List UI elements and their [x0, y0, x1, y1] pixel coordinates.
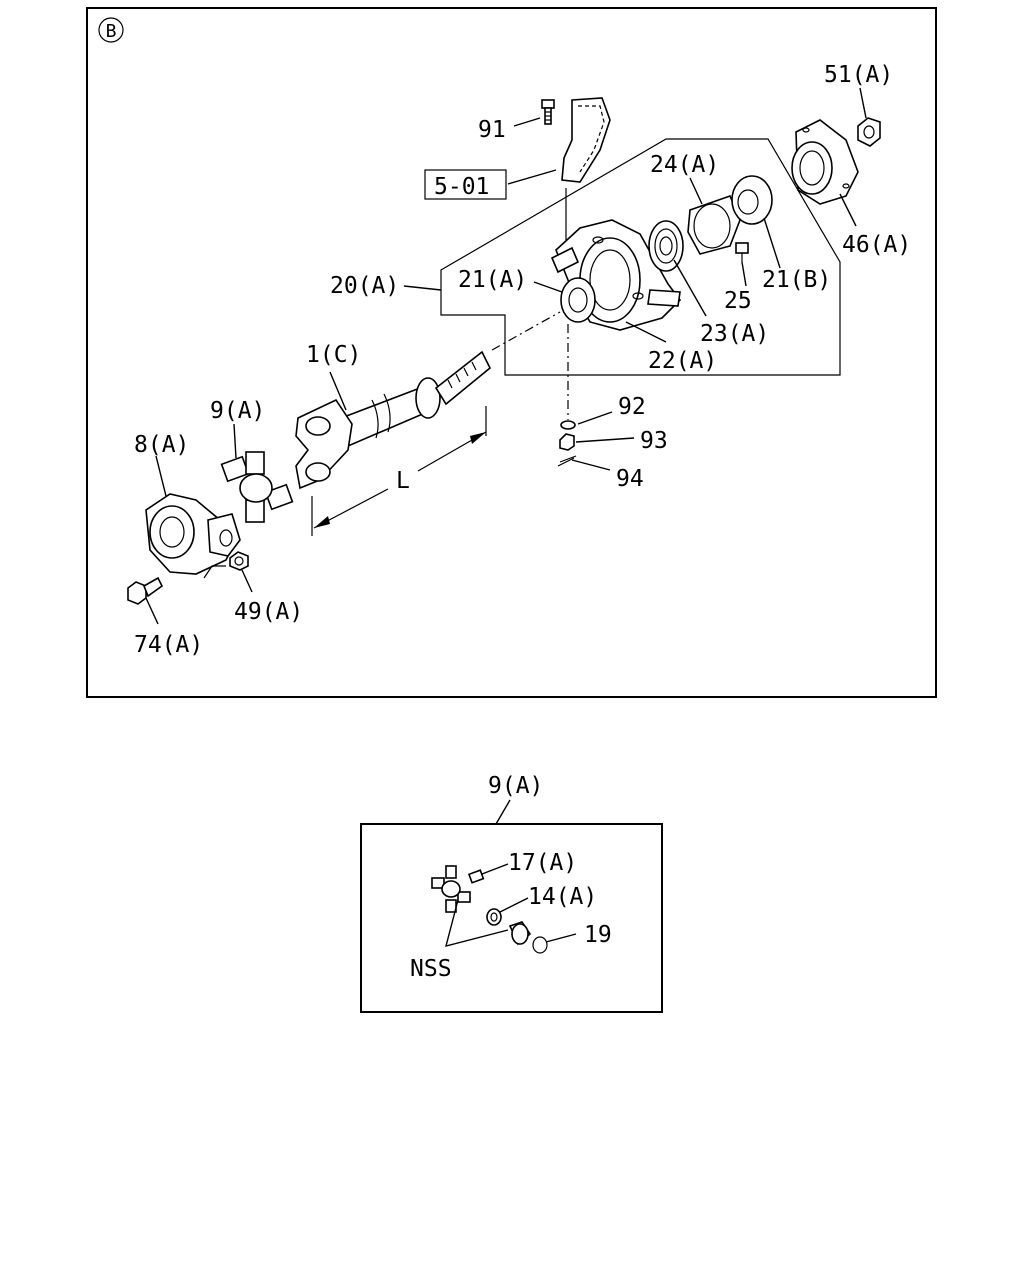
callout-93: 93 [640, 428, 668, 454]
detail-callout-17a: 17(A) [508, 850, 577, 876]
callout-labels: 91 51(A) 24(A) 20(A) 21(A) 21(B) 25 23(A… [134, 62, 911, 658]
callout-23a: 23(A) [700, 321, 769, 347]
detail-callout-19: 19 [584, 922, 612, 948]
cotter-pin-94 [557, 455, 577, 467]
cushion-21b [731, 175, 773, 225]
detail-view: 9(A) [360, 773, 663, 1013]
bolt-74a [127, 576, 164, 605]
callout-46a: 46(A) [842, 232, 911, 258]
bolt-91 [541, 99, 555, 125]
dimension-L: L [311, 406, 487, 536]
callout-8a: 8(A) [134, 432, 189, 458]
callout-21a: 21(A) [458, 267, 527, 293]
assembly-boundary-20a [440, 138, 841, 376]
callout-91: 91 [478, 117, 506, 143]
detail-snap-ring-19 [532, 936, 548, 954]
detail-grease-fitting-17a [467, 869, 485, 884]
callout-1c: 1(C) [306, 342, 361, 368]
detail-bearing-cup [508, 921, 532, 946]
grease-fitting-25 [735, 242, 749, 262]
main-view: B 5-01 [86, 7, 937, 698]
detail-view-frame [360, 823, 663, 1013]
main-view-frame [86, 7, 937, 698]
callout-49a: 49(A) [234, 599, 303, 625]
reference-box-5-01: 5-01 [424, 169, 507, 200]
callout-94: 94 [616, 466, 644, 492]
callout-21b: 21(B) [762, 267, 831, 293]
flange-yoke-46a [791, 119, 859, 205]
callout-51a: 51(A) [824, 62, 893, 88]
section-marker-letter: B [106, 21, 117, 42]
dimension-L-label: L [396, 468, 410, 494]
detail-leader-lines [445, 863, 577, 947]
washer-92 [560, 420, 576, 430]
reference-box-label: 5-01 [434, 174, 489, 200]
spider-9a [220, 451, 294, 523]
callout-20a: 20(A) [330, 273, 399, 299]
bearing-23a [648, 220, 684, 272]
callout-74a: 74(A) [134, 632, 203, 658]
flange-yoke-8a [145, 493, 241, 575]
nut-93 [559, 433, 575, 451]
detail-seal-14a [486, 908, 502, 926]
callout-25: 25 [724, 288, 752, 314]
retainer-24a [687, 194, 741, 255]
callout-22a: 22(A) [648, 348, 717, 374]
propeller-shaft-1c [295, 350, 492, 490]
callout-92: 92 [618, 394, 646, 420]
detail-spider [431, 865, 471, 913]
detail-callout-nss: NSS [410, 956, 452, 982]
leader-lines [145, 87, 867, 625]
rubber-cushion-21a [560, 277, 596, 323]
detail-callout-14a: 14(A) [528, 884, 597, 910]
callout-24a: 24(A) [650, 152, 719, 178]
mounting-bracket [561, 97, 611, 240]
axis-centerline [491, 311, 561, 351]
callout-9a: 9(A) [210, 398, 265, 424]
nut-49a [203, 551, 249, 579]
detail-view-title: 9(A) [488, 773, 543, 799]
section-marker: B [98, 17, 124, 43]
nut-51a [857, 117, 881, 147]
